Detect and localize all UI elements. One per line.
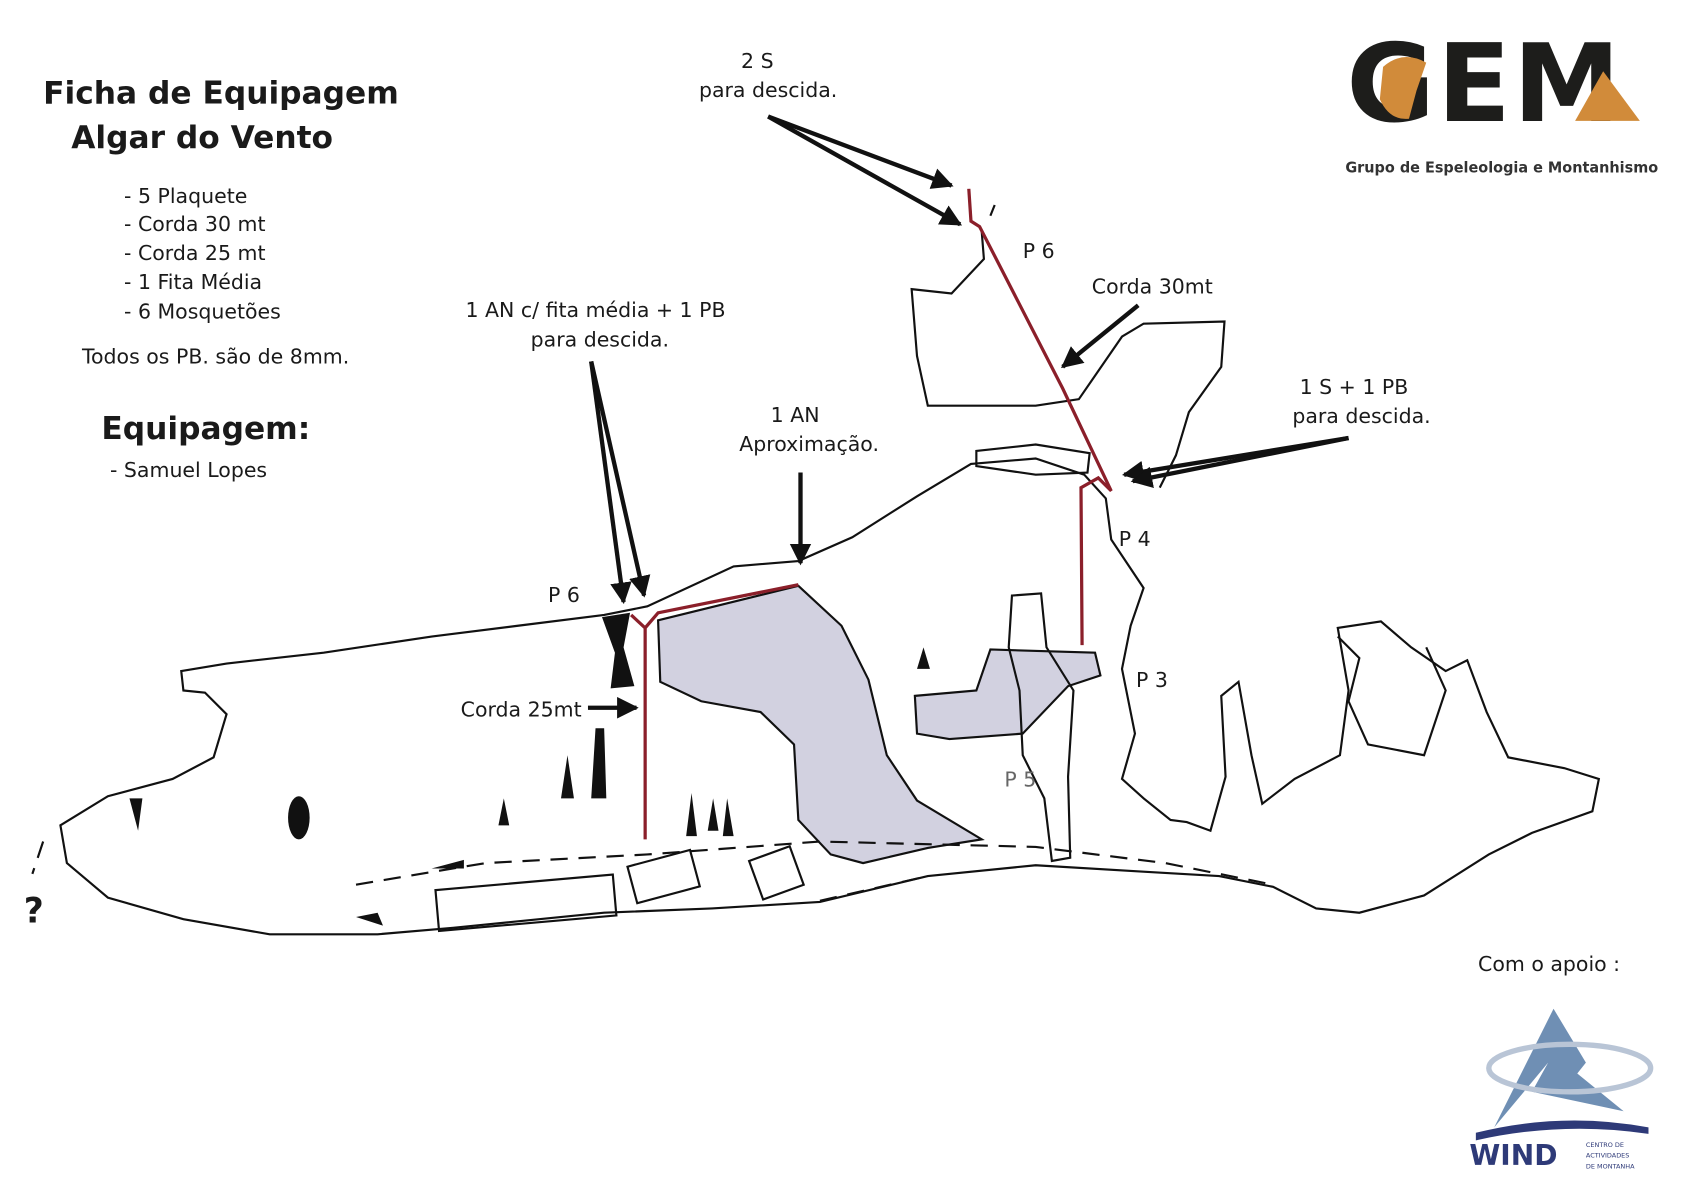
wind-subtitle: DE MONTANHA bbox=[1586, 1162, 1635, 1170]
material-list: - 5 Plaquete - Corda 30 mt - Corda 25 mt… bbox=[124, 184, 281, 323]
material-item: - Corda 30 mt bbox=[124, 212, 265, 236]
upper-chamber-outline bbox=[910, 191, 1226, 489]
mountain-icon bbox=[1494, 1008, 1624, 1128]
label-s-pb: 1 S + 1 PB bbox=[1300, 375, 1409, 399]
passage-floor-dashed bbox=[355, 840, 1274, 886]
lake-small bbox=[913, 648, 1102, 741]
wind-logo: WIND CENTRO DE ACTIVIDADES DE MONTANHA bbox=[1469, 1008, 1654, 1172]
sheet-title: Ficha de Equipagem bbox=[43, 76, 399, 112]
label-an-fita-desc: para descida. bbox=[531, 327, 669, 351]
label-p3: P 3 bbox=[1136, 668, 1168, 692]
label-unknown: ? bbox=[24, 891, 44, 931]
rope-note: Todos os PB. são de 8mm. bbox=[81, 345, 349, 369]
label-p6-upper: P 6 bbox=[1023, 239, 1055, 263]
team-heading: Equipagem: bbox=[101, 411, 310, 447]
team-member: - Samuel Lopes bbox=[110, 458, 267, 482]
label-s-pb-desc: para descida. bbox=[1292, 404, 1430, 428]
stalagmite-column bbox=[601, 612, 635, 689]
material-item: - 5 Plaquete bbox=[124, 184, 247, 208]
label-p5: P 5 bbox=[1004, 767, 1036, 791]
label-an-aprox: 1 AN bbox=[771, 403, 820, 427]
label-an-fita: 1 AN c/ fita média + 1 PB bbox=[466, 298, 726, 322]
label-corda30: Corda 30mt bbox=[1092, 274, 1213, 298]
gem-logo-subtitle: Grupo de Espeleologia e Montanhismo bbox=[1345, 159, 1658, 177]
boulder bbox=[747, 844, 806, 901]
gem-logo: GEM Grupo de Espeleologia e Montanhismo bbox=[1345, 22, 1658, 177]
cave-name: Algar do Vento bbox=[71, 120, 333, 156]
label-p4: P 4 bbox=[1119, 527, 1151, 551]
wave-icon bbox=[1475, 1120, 1649, 1141]
label-an-aprox-desc: Aproximação. bbox=[739, 432, 879, 456]
p5-shaft-outline bbox=[1007, 592, 1075, 863]
formation bbox=[288, 796, 310, 840]
sponsor-label: Com o apoio : bbox=[1478, 952, 1620, 976]
right-chamber-outline bbox=[1337, 635, 1447, 757]
rope-30m bbox=[967, 188, 1113, 646]
lake-main bbox=[656, 584, 985, 865]
material-item: - Corda 25 mt bbox=[124, 241, 265, 265]
swirl-icon bbox=[1486, 1041, 1654, 1095]
caver-head-icon bbox=[1379, 57, 1427, 119]
label-top-anchor: 2 S bbox=[741, 49, 774, 73]
wind-subtitle: ACTIVIDADES bbox=[1586, 1152, 1630, 1160]
label-top-anchor-desc: para descida. bbox=[699, 78, 837, 102]
passage-floor-dashed-lower bbox=[31, 841, 929, 902]
material-item: - 1 Fita Média bbox=[124, 270, 262, 294]
label-corda25: Corda 25mt bbox=[461, 697, 582, 721]
annotation-arrows bbox=[587, 114, 1349, 719]
label-p6-lower: P 6 bbox=[548, 583, 580, 607]
boulder bbox=[626, 848, 702, 905]
rope-25m bbox=[630, 583, 799, 840]
boulder bbox=[434, 873, 618, 933]
cave-outline bbox=[59, 457, 1601, 936]
mountain-accent-icon bbox=[1575, 71, 1640, 121]
material-item: - 6 Mosquetões bbox=[124, 299, 281, 323]
wind-logo-name: WIND bbox=[1469, 1139, 1557, 1172]
wind-subtitle: CENTRO DE bbox=[1586, 1141, 1624, 1149]
